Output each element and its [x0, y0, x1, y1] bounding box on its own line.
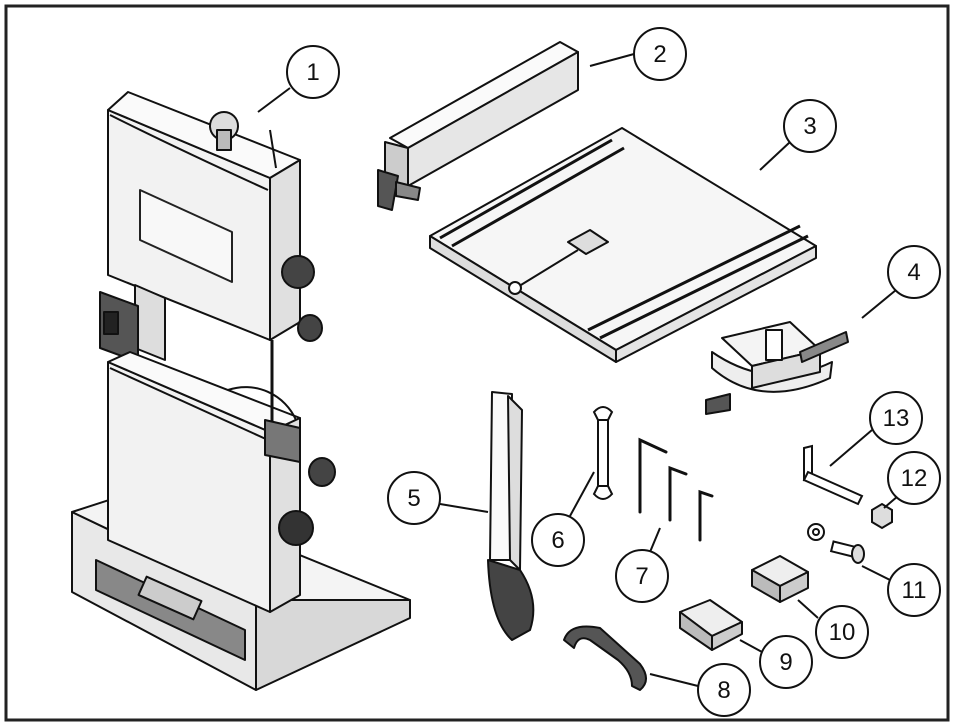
callout-bubble-10 — [815, 605, 869, 659]
callout-leader-13 — [829, 429, 873, 467]
callout-9: 9 — [739, 635, 813, 689]
callout-leader-6 — [569, 471, 595, 517]
callout-label-3: 3 — [803, 113, 816, 140]
callout-label-7: 7 — [635, 563, 648, 590]
band-saw-body — [71, 91, 411, 691]
callout-leader-4 — [861, 289, 897, 319]
hex-keys — [638, 437, 714, 542]
callout-bubble-4 — [887, 245, 941, 299]
callout-label-4: 4 — [907, 259, 920, 286]
callout-6: 6 — [531, 471, 595, 567]
callout-label-2: 2 — [653, 41, 666, 68]
rip-fence — [377, 41, 579, 211]
callout-13: 13 — [829, 391, 923, 467]
callout-8: 8 — [649, 663, 751, 717]
l-pin — [802, 444, 864, 506]
callout-bubble-2 — [633, 27, 687, 81]
callout-label-8: 8 — [717, 677, 730, 704]
clamp-block — [751, 555, 809, 603]
callout-1: 1 — [257, 45, 340, 113]
callout-bubble-3 — [783, 99, 837, 153]
callout-10: 10 — [797, 599, 869, 659]
callout-leader-7 — [649, 527, 661, 553]
callout-leader-8 — [649, 673, 699, 687]
wrench — [592, 406, 614, 500]
callout-5: 5 — [387, 471, 489, 525]
callout-bubble-13 — [869, 391, 923, 445]
callout-7: 7 — [615, 527, 669, 603]
callout-bubble-7 — [615, 549, 669, 603]
bolt-washer — [807, 523, 865, 564]
miter-gauge — [705, 321, 849, 415]
callout-label-11: 11 — [902, 577, 927, 604]
carry-handle — [563, 625, 647, 691]
callout-label-12: 12 — [901, 465, 928, 492]
callout-leader-12 — [883, 495, 899, 509]
callout-bubble-11 — [887, 563, 941, 617]
callout-label-6: 6 — [551, 527, 564, 554]
callout-label-5: 5 — [407, 485, 420, 512]
callout-bubble-6 — [531, 513, 585, 567]
callout-leader-1 — [257, 87, 291, 113]
callout-bubble-5 — [387, 471, 441, 525]
callout-leader-3 — [759, 141, 791, 171]
callout-bubble-1 — [286, 45, 340, 99]
callout-leader-9 — [739, 639, 763, 653]
callout-4: 4 — [861, 245, 941, 319]
nut — [871, 502, 893, 530]
callout-label-1: 1 — [306, 59, 319, 86]
callout-label-13: 13 — [883, 405, 910, 432]
callout-11: 11 — [861, 563, 941, 617]
callout-bubble-8 — [697, 663, 751, 717]
callout-12: 12 — [883, 451, 941, 509]
callout-2: 2 — [589, 27, 687, 81]
callout-bubble-9 — [759, 635, 813, 689]
callout-label-10: 10 — [829, 619, 856, 646]
callout-leader-5 — [439, 503, 489, 513]
push-stick — [487, 391, 535, 641]
callout-3: 3 — [759, 99, 837, 171]
callout-label-9: 9 — [779, 649, 792, 676]
saw-table — [429, 127, 817, 363]
callout-leader-2 — [589, 53, 635, 67]
callout-leader-11 — [861, 565, 891, 581]
callout-leader-10 — [797, 599, 819, 619]
guide-block — [679, 599, 743, 651]
callout-bubble-12 — [887, 451, 941, 505]
